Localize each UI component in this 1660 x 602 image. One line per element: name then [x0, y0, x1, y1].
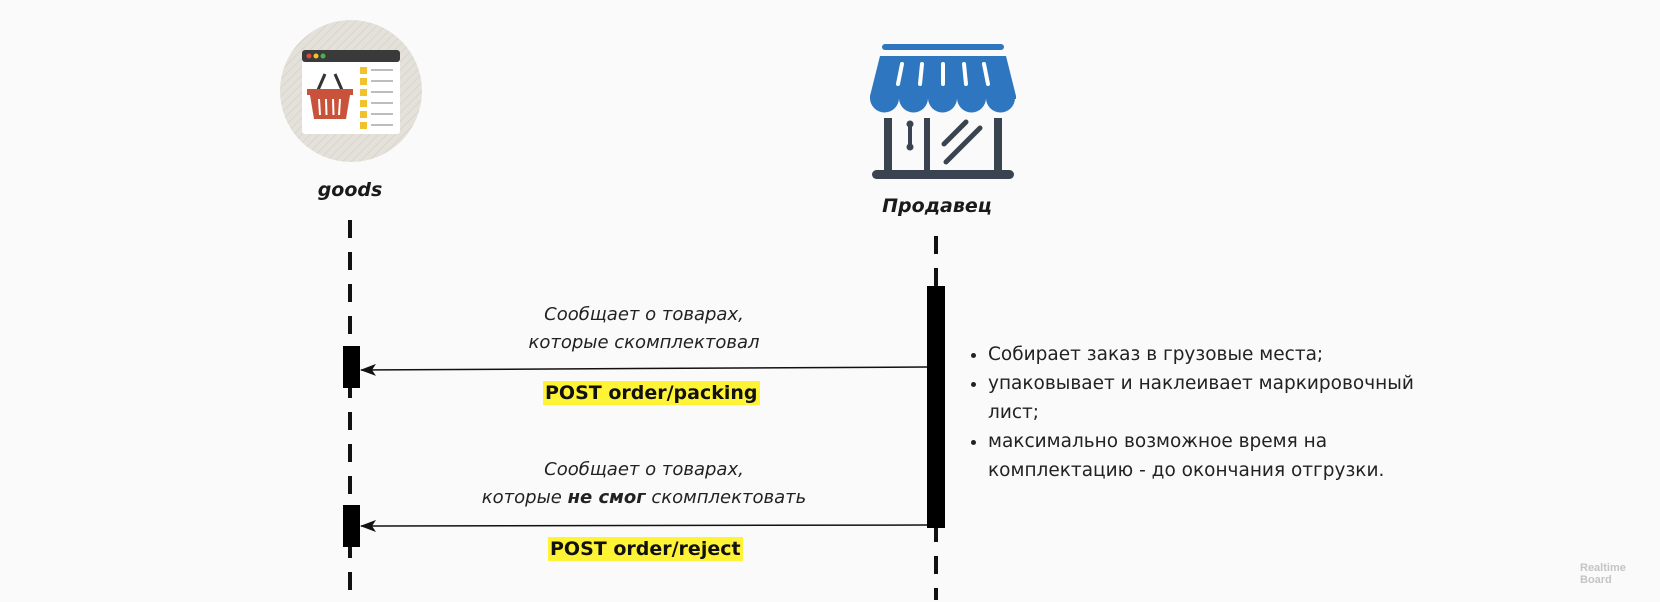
packing-endpoint-label: POST order/packing [543, 381, 760, 405]
seller-notes: Собирает заказ в грузовые места; упаковы… [966, 340, 1426, 485]
packing-message-line2: которые скомплектовал [528, 332, 760, 353]
goods-actor-label: goods [317, 179, 383, 201]
packing-message-line1: Сообщает о товарах, [544, 304, 744, 325]
seller-actor-label: Продавец [882, 195, 992, 217]
online-store-basket-icon [280, 20, 422, 162]
reject-message-text: Сообщает о товарах, которые не смог ском… [444, 456, 844, 512]
reject-endpoint-wrap: POST order/reject [548, 537, 743, 561]
seller-notes-list: Собирает заказ в грузовые места; упаковы… [966, 340, 1426, 485]
storefront-icon [870, 44, 1016, 179]
reject-endpoint-label: POST order/reject [548, 537, 743, 561]
note-item: максимально возможное время на комплекта… [988, 427, 1426, 485]
packing-endpoint-wrap: POST order/packing [543, 381, 760, 405]
reject-message-line1: Сообщает о товарах, [544, 459, 744, 480]
reject-arrow [360, 519, 928, 532]
reject-line2-pre: которые [481, 487, 568, 508]
realtimeboard-watermark: Realtime Board [1580, 562, 1626, 586]
note-item: Собирает заказ в грузовые места; [988, 340, 1426, 369]
watermark-line1: Realtime [1580, 562, 1626, 574]
goods-activation-bar-1 [343, 346, 360, 388]
packing-message-text: Сообщает о товарах, которые скомплектова… [444, 301, 844, 357]
reject-line2-post: скомплектовать [645, 487, 807, 508]
goods-activation-bar-2 [343, 505, 360, 547]
note-item: упаковывает и наклеивает маркировочный л… [988, 369, 1426, 427]
reject-line2-bold: не смог [567, 487, 646, 508]
reject-message-line2: которые не смог скомплектовать [444, 484, 844, 512]
packing-arrow [360, 363, 928, 376]
seller-activation-bar [927, 286, 945, 528]
watermark-line2: Board [1580, 574, 1612, 586]
